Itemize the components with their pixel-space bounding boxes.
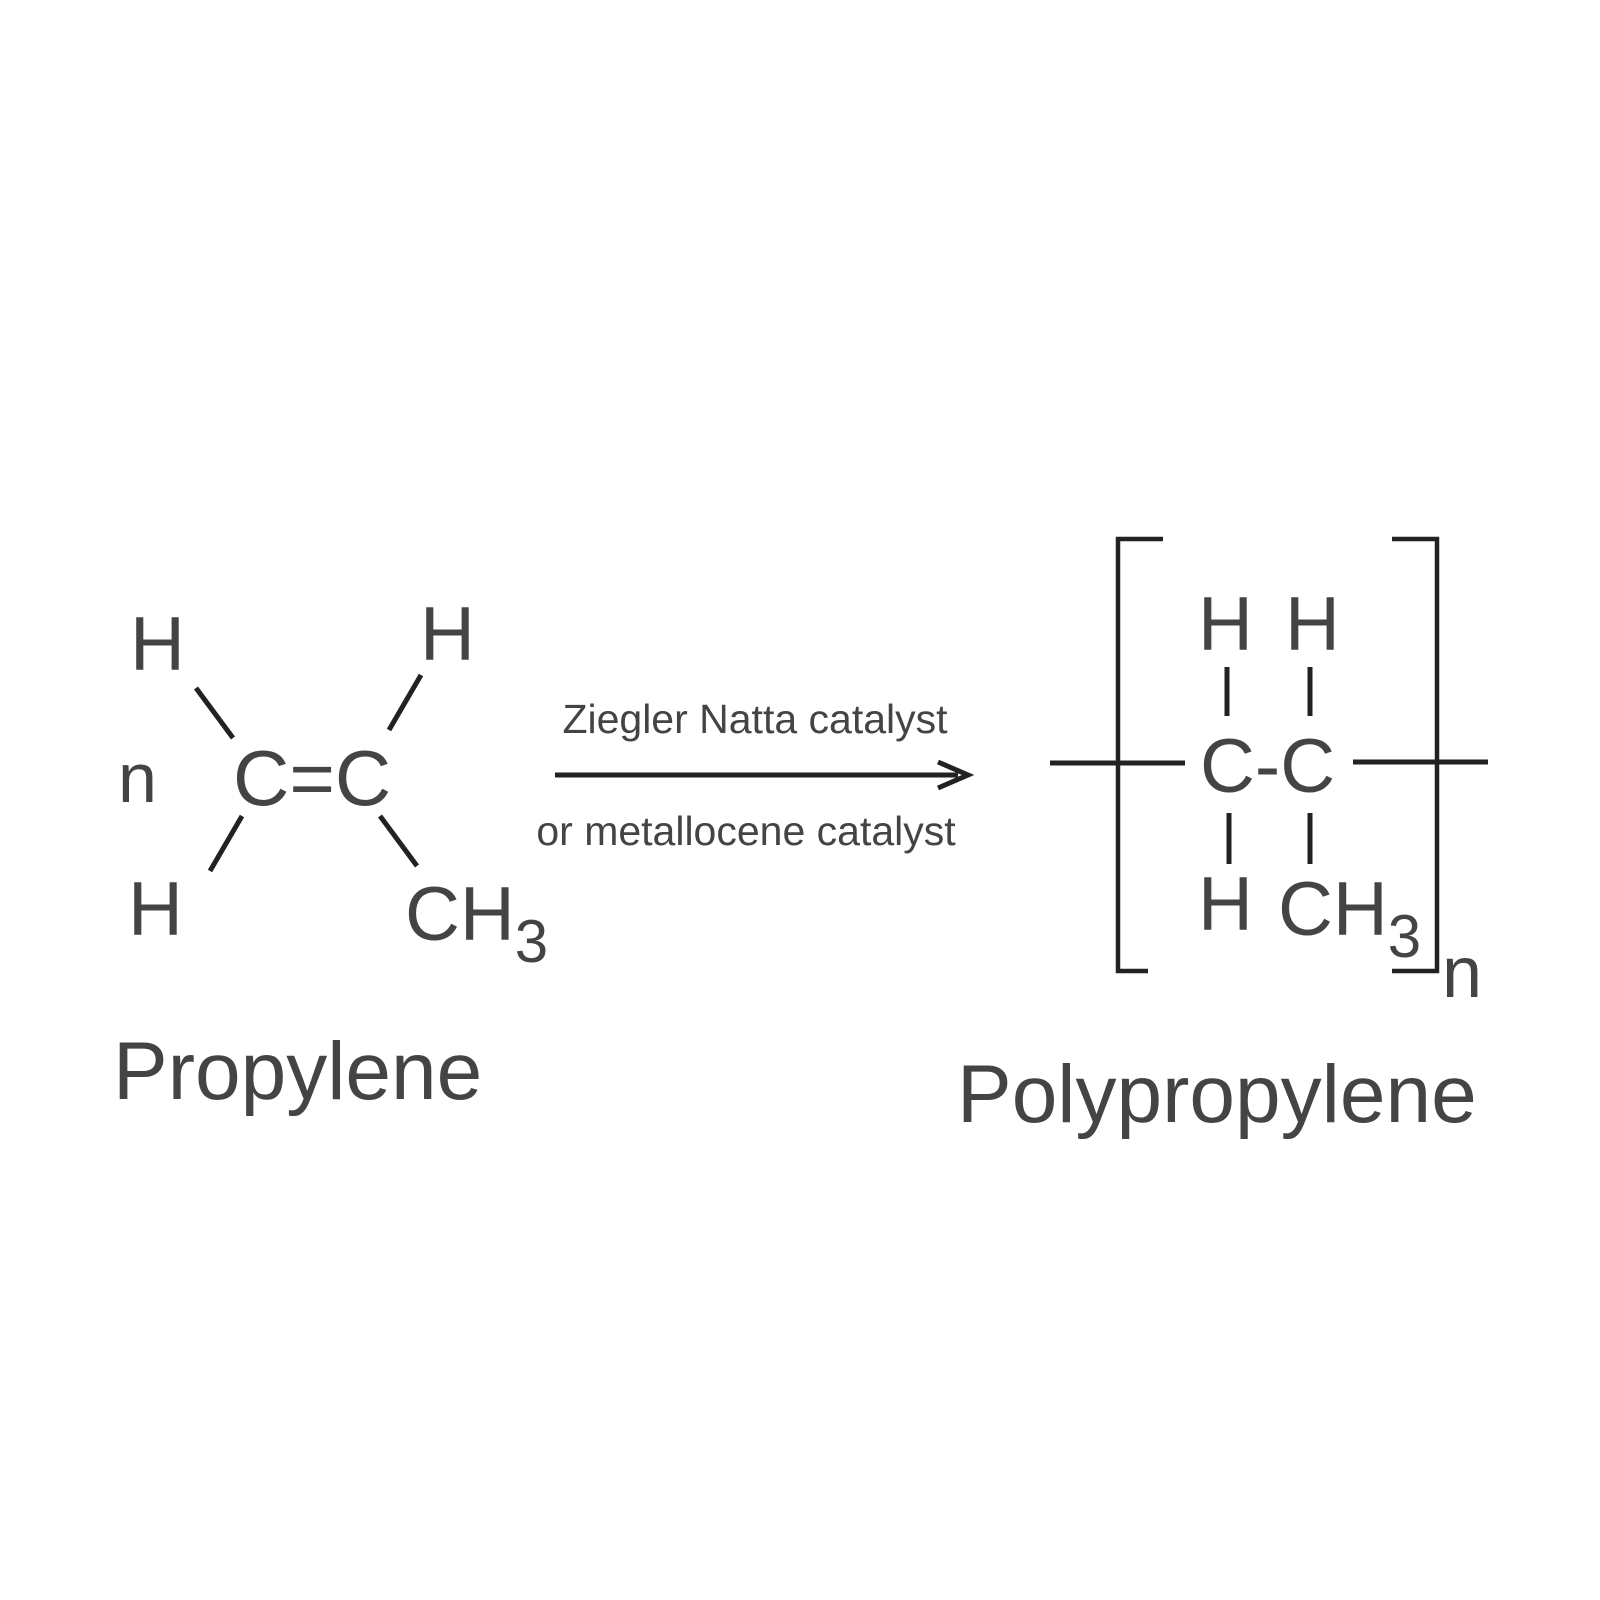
methyl-base: CH xyxy=(405,872,515,957)
methyl-base-product: CH xyxy=(1278,867,1388,952)
product-name: Polypropylene xyxy=(957,1049,1477,1140)
atom-h-top-left: H xyxy=(130,602,185,687)
reaction-arrow-group: Ziegler Natta catalyst or metallocene ca… xyxy=(536,696,975,854)
reactant-name: Propylene xyxy=(113,1026,482,1117)
bond-h-top-right xyxy=(386,673,424,732)
bond-methyl xyxy=(377,814,420,868)
methyl-group: CH3 xyxy=(405,872,548,975)
single-bond-core: C-C xyxy=(1200,724,1335,809)
atom-h-top-2: H xyxy=(1285,582,1340,667)
propylene-structure: n H H H C=C CH3 Propylene xyxy=(113,592,548,1117)
right-bracket xyxy=(1392,536,1440,974)
bond-h-top-left xyxy=(193,686,236,740)
reactant-coefficient: n xyxy=(118,739,157,817)
repeat-unit-subscript: n xyxy=(1442,933,1482,1013)
atom-h-bottom: H xyxy=(1198,862,1253,947)
double-bond-core: C=C xyxy=(233,734,391,822)
catalyst-line-2: or metallocene catalyst xyxy=(536,808,956,854)
methyl-group-product: CH3 xyxy=(1278,867,1421,970)
methyl-subscript-product: 3 xyxy=(1388,903,1421,970)
bond-h-bottom-left xyxy=(207,814,245,873)
catalyst-line-1: Ziegler Natta catalyst xyxy=(562,696,948,742)
atom-h-bottom-left: H xyxy=(128,867,183,952)
left-bracket xyxy=(1115,536,1163,974)
atom-h-top-1: H xyxy=(1198,582,1253,667)
atom-h-top-right: H xyxy=(420,592,475,677)
methyl-subscript: 3 xyxy=(515,908,548,975)
polypropylene-structure: H H C-C H CH3 n Polypropylene xyxy=(957,536,1488,1140)
reaction-arrow-head xyxy=(937,759,975,791)
